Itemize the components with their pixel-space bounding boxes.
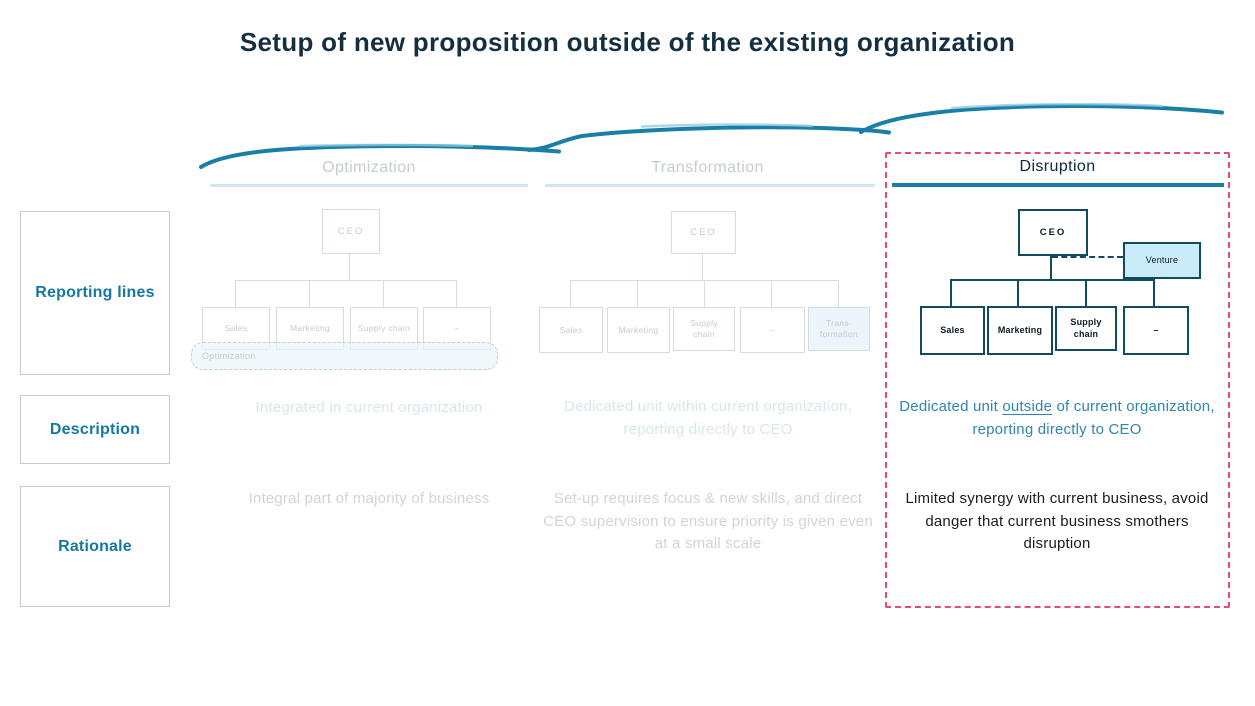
org-connector bbox=[1085, 279, 1087, 306]
org-node-label: Marketing bbox=[997, 324, 1043, 335]
org-node-transformation: Trans-formation bbox=[808, 307, 870, 351]
org-node-label: Supply chain bbox=[690, 318, 718, 339]
rationale-disruption: Limited synergy with current business, a… bbox=[905, 490, 1209, 552]
venture-dashed-connector bbox=[1052, 256, 1123, 258]
org-node-label: – bbox=[454, 323, 460, 334]
org-connector bbox=[383, 280, 384, 307]
org-node-marketing: Marketing bbox=[987, 306, 1053, 355]
org-node-ceo: CEO bbox=[322, 209, 380, 254]
description-underlined-word: outside bbox=[1002, 398, 1053, 415]
callout-label: Optimization bbox=[202, 351, 256, 361]
description-transformation: Dedicated unit within current organizati… bbox=[564, 398, 852, 438]
row-label-description: Description bbox=[20, 395, 170, 464]
org-node-label: Sales bbox=[940, 324, 965, 335]
org-node-label: CEO bbox=[337, 225, 365, 237]
org-node-ceo: CEO bbox=[671, 211, 736, 254]
description-optimization: Integrated in current organization bbox=[255, 399, 483, 416]
org-connector bbox=[570, 280, 571, 307]
page-title: Setup of new proposition outside of the … bbox=[239, 27, 1016, 57]
org-node-label: Venture bbox=[1145, 254, 1179, 265]
org-node-label: Supply chain bbox=[357, 323, 411, 334]
org-node-label: Sales bbox=[224, 323, 248, 334]
column-header-optimization: Optimization bbox=[322, 159, 416, 176]
org-connector bbox=[1153, 279, 1155, 306]
org-connector bbox=[637, 280, 638, 307]
org-node-supply-chain: Supply chain bbox=[673, 307, 735, 351]
org-node-label: – bbox=[1153, 324, 1159, 335]
org-node-label: Sales bbox=[559, 324, 583, 335]
org-connector bbox=[702, 252, 703, 280]
org-node-sales: Sales bbox=[920, 306, 985, 355]
org-connector bbox=[704, 280, 705, 307]
description-disruption: Dedicated unit outside of current organi… bbox=[897, 396, 1217, 441]
org-node-sales: Sales bbox=[539, 307, 603, 353]
org-connector bbox=[309, 280, 310, 307]
org-connector bbox=[950, 279, 1155, 281]
optimization-callout: Optimization bbox=[191, 342, 498, 370]
column-header-disruption: Disruption bbox=[1019, 158, 1096, 175]
org-connector bbox=[349, 252, 350, 280]
org-node-marketing: Marketing bbox=[607, 307, 670, 353]
org-node-label: CEO bbox=[690, 226, 717, 238]
row-label-reporting-lines: Reporting lines bbox=[20, 211, 170, 375]
org-node-supply-chain: Supply chain bbox=[1055, 306, 1117, 351]
disruption-highlight-box bbox=[885, 152, 1230, 608]
description-text: Dedicated unit bbox=[899, 398, 1003, 415]
optimization-header-underline bbox=[210, 184, 528, 187]
description-text: of current organization, reporting direc… bbox=[972, 398, 1215, 438]
row-label-rationale: Rationale bbox=[20, 486, 170, 607]
org-connector bbox=[235, 280, 456, 281]
org-connector bbox=[1050, 252, 1052, 281]
rationale-transformation: Set-up requires focus & new skills, and … bbox=[543, 490, 873, 552]
org-connector bbox=[235, 280, 236, 307]
column-header-transformation: Transformation bbox=[651, 159, 764, 176]
org-node-label: Marketing bbox=[289, 323, 331, 334]
org-connector bbox=[1017, 279, 1019, 306]
disruption-header-underline bbox=[892, 183, 1224, 187]
org-connector bbox=[456, 280, 457, 307]
org-node-other: – bbox=[1123, 306, 1189, 355]
org-node-label: Supply chain bbox=[1070, 317, 1102, 339]
org-node-other: – bbox=[740, 307, 805, 353]
transformation-header-underline bbox=[545, 184, 875, 187]
org-node-label: CEO bbox=[1039, 226, 1067, 238]
org-connector bbox=[950, 279, 952, 306]
org-connector bbox=[771, 280, 772, 307]
org-connector bbox=[838, 280, 839, 307]
org-node-label: Trans-formation bbox=[819, 318, 859, 339]
org-node-ceo: CEO bbox=[1018, 209, 1088, 256]
org-node-label: Marketing bbox=[618, 324, 659, 335]
rationale-optimization: Integral part of majority of business bbox=[248, 490, 490, 507]
org-node-venture: Venture bbox=[1123, 242, 1201, 279]
org-node-label: – bbox=[769, 324, 776, 335]
